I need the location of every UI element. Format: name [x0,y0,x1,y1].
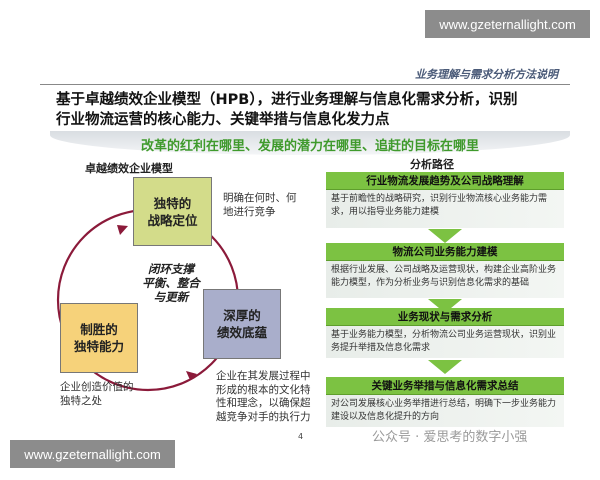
step-4-desc: 对公司发展核心业务举措进行总结，明确下一步业务能力建设以及信息化提升的方向 [326,395,564,427]
note-top: 明确在何时、何地进行竞争 [223,192,297,218]
note-right: 企业在其发展过程中形成的根本的文化特性和理念，以确保超越竞争对手的执行力 [216,370,311,423]
model-heading: 卓越绩效企业模型 [85,162,173,175]
step-4-title: 关键业务举措与信息化需求总结 [326,377,564,395]
watermark-top: www.gzeternallight.com [425,10,590,38]
note-left: 企业创造价值的独特之处 [60,381,134,407]
box-unique-capability: 制胜的独特能力 [60,303,138,373]
step-2-desc: 根据行业发展、公司战略及运营现状，构建企业高阶业务能力模型，作为分析业务与识别信… [326,261,564,298]
page-number: 4 [298,432,304,441]
slide-title: 基于卓越绩效企业模型（HPB），进行业务理解与信息化需求分析，识别 行业物流运营… [56,90,576,130]
arrowhead-icon [186,371,197,380]
title-line-1: 基于卓越绩效企业模型（HPB），进行业务理解与信息化需求分析，识别 [56,92,518,108]
title-line-2: 行业物流运营的核心能力、关键举措与信息化发力点 [56,112,390,128]
step-2-title: 物流公司业务能力建模 [326,243,564,261]
step-3-desc: 基于业务能力模型，分析物流公司业务运营现状，识别业务提升举措及信息化需求 [326,326,564,358]
box-performance-foundation: 深厚的绩效底蕴 [203,289,281,359]
divider [40,84,570,85]
overlay-watermark: 公众号 · 爱思考的数字小强 [372,430,528,445]
watermark-bottom: www.gzeternallight.com [10,440,175,468]
path-heading: 分析路径 [410,158,454,171]
down-arrow-icon [428,229,462,243]
box-strategic-position: 独特的战略定位 [133,177,212,246]
step-3-title: 业务现状与需求分析 [326,308,564,326]
step-1-desc: 基于前瞻性的战略研究，识别行业物流核心业务能力需求，用以指导业务能力建模 [326,190,564,228]
center-text: 闭环支撑平衡、整合与更新 [142,262,200,304]
step-1-title: 行业物流发展趋势及公司战略理解 [326,172,564,190]
down-arrow-icon [428,360,462,374]
banner-text: 改革的红利在哪里、发展的潜力在哪里、追赶的目标在哪里 [140,139,479,154]
slide-subtitle: 业务理解与需求分析方法说明 [415,68,558,81]
arrowhead-icon [117,225,128,235]
